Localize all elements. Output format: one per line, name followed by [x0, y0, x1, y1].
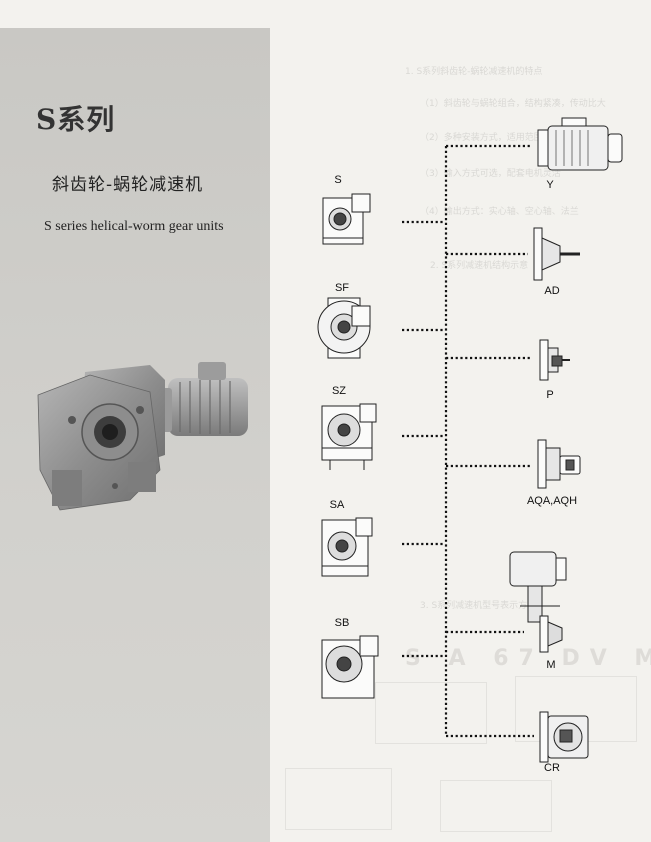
input-label-ad: AD — [544, 285, 560, 297]
gearbox-photo — [37, 362, 248, 511]
variant-drawing-sz — [321, 403, 377, 470]
variant-drawing-sa — [321, 517, 373, 577]
ghost-text: 1. S系列斜齿轮-蜗轮减速机的特点 — [405, 67, 543, 77]
input-drawing-ad — [533, 227, 580, 281]
series-title: S系列 — [36, 103, 116, 136]
input-drawing-p — [539, 339, 570, 381]
foot-left — [52, 470, 82, 506]
connector-lines — [402, 144, 534, 738]
motor-body — [168, 378, 248, 436]
variant-label-sa: SA — [329, 499, 345, 511]
variant-drawing-s — [322, 193, 371, 245]
ghost-text: （1）斜齿轮与蜗轮组合，结构紧凑，传动比大 — [420, 99, 606, 109]
ghost-text: （2）多种安装方式，适用范围广 — [420, 133, 552, 143]
ghost-box — [375, 682, 487, 744]
input-label-y: Y — [546, 179, 554, 191]
input-drawing-y — [537, 117, 623, 171]
variant-label-sz: SZ — [331, 385, 347, 397]
ghost-box — [285, 768, 392, 830]
foot-right — [128, 462, 156, 492]
input-drawing-m — [509, 551, 567, 653]
variant-drawing-sb — [321, 635, 379, 699]
variant-label-sf: SF — [334, 282, 350, 294]
ghost-box — [440, 780, 552, 832]
input-drawing-aqa-aqh — [537, 439, 581, 489]
variant-label-sb: SB — [334, 617, 350, 629]
input-drawing-cr — [539, 711, 589, 763]
subtitle-chinese: 斜齿轮-蜗轮减速机 — [52, 175, 204, 195]
input-label-p: P — [546, 389, 554, 401]
subtitle-english: S series helical-worm gear units — [44, 219, 224, 234]
input-label-m: M — [546, 659, 556, 671]
variant-drawing-sf — [317, 297, 371, 359]
input-label-aqa-aqh: AQA,AQH — [526, 495, 578, 507]
ghost-text: 3. S系列减速机型号表示方法 — [420, 601, 537, 611]
input-label-cr: CR — [544, 762, 560, 774]
motor-fins — [179, 380, 231, 434]
terminal-box — [198, 362, 226, 380]
ghost-text: （4）输出方式：实心轴、空心轴、法兰 — [420, 207, 579, 217]
ghost-text: （3）输入方式可选，配套电机灵活 — [420, 169, 561, 179]
variant-label-s: S — [334, 174, 342, 186]
ghost-text: 2. S系列减速机结构示意 — [430, 261, 529, 271]
